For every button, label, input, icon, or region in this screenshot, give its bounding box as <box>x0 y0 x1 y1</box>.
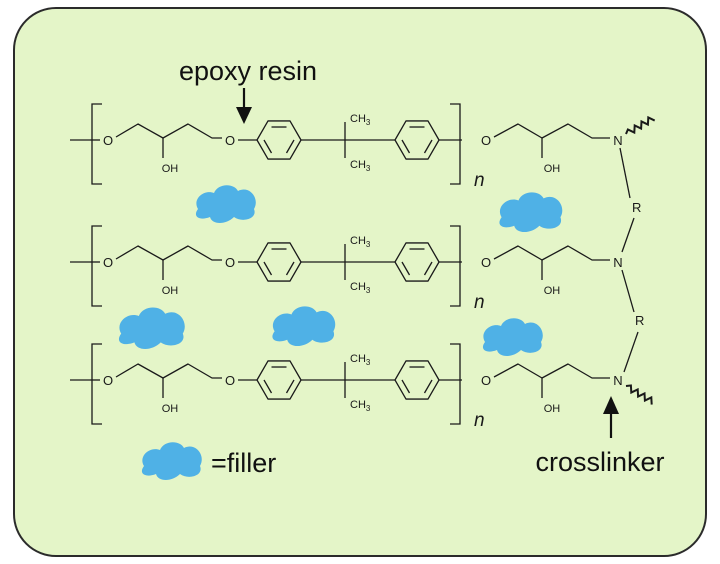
ether-oxygen: O <box>225 255 235 270</box>
ether-oxygen: O <box>103 373 113 388</box>
ether-oxygen: O <box>481 255 491 270</box>
hydroxyl-group: OH <box>544 403 561 415</box>
filler-particle <box>118 307 185 349</box>
aromatic-bond <box>263 261 273 276</box>
filler-particle <box>195 185 256 223</box>
filler-legend-icon <box>141 442 202 480</box>
filler-particle <box>499 192 563 232</box>
crosslinker-label: crosslinker <box>535 447 664 477</box>
phenyl-ring <box>394 120 440 160</box>
ether-oxygen: O <box>481 133 491 148</box>
repeat-bracket-right <box>450 343 461 425</box>
methyl-group: CH3 <box>350 235 371 249</box>
repeat-bracket-left <box>91 343 102 425</box>
repeat-subscript: n <box>474 410 485 431</box>
methyl-group: CH3 <box>350 159 371 173</box>
aromatic-bond <box>401 139 411 154</box>
crosslinker-arrow <box>603 396 619 438</box>
filler-legend-label: =filler <box>211 448 276 478</box>
glycidyl-backbone <box>115 123 222 139</box>
aromatic-bond <box>401 379 411 394</box>
aromatic-bond <box>263 139 273 154</box>
repeat-bracket-left <box>91 103 102 185</box>
amine-arm <box>493 363 610 379</box>
filler-particle <box>272 306 336 346</box>
amine-arm <box>493 123 610 139</box>
nitrogen-atom: N <box>613 373 622 388</box>
repeat-bracket-right <box>450 103 461 185</box>
aromatic-bond <box>285 139 295 154</box>
phenyl-ring <box>256 360 302 400</box>
aromatic-bond <box>263 379 273 394</box>
ether-oxygen: O <box>103 255 113 270</box>
wavy-bond-top <box>625 115 656 135</box>
repeat-subscript: n <box>474 170 485 191</box>
aromatic-bond <box>423 261 433 276</box>
methyl-group: CH3 <box>350 113 371 127</box>
aromatic-bond <box>423 379 433 394</box>
ether-oxygen: O <box>481 373 491 388</box>
wavy-bond-bottom <box>625 384 653 405</box>
hydroxyl-group: OH <box>162 163 179 175</box>
hydroxyl-group: OH <box>544 163 561 175</box>
aromatic-bond <box>423 139 433 154</box>
hydroxyl-group: OH <box>544 285 561 297</box>
r-group: R <box>635 313 644 328</box>
methyl-group: CH3 <box>350 399 371 413</box>
crosslink-bond <box>623 331 639 373</box>
methyl-group: CH3 <box>350 353 371 367</box>
filler-particle <box>482 318 543 356</box>
ether-oxygen: O <box>225 133 235 148</box>
glycidyl-backbone <box>115 363 222 379</box>
ether-oxygen: O <box>103 133 113 148</box>
hydroxyl-group: OH <box>162 403 179 415</box>
crosslink-bond <box>621 269 635 313</box>
phenyl-ring <box>394 242 440 282</box>
repeat-bracket-right <box>450 225 461 307</box>
crosslink-bond <box>621 217 635 253</box>
phenyl-ring <box>256 242 302 282</box>
nitrogen-atom: N <box>613 255 622 270</box>
crosslink-bond <box>619 147 631 199</box>
nitrogen-atom: N <box>613 133 622 148</box>
repeat-subscript: n <box>474 292 485 313</box>
epoxy-resin-label: epoxy resin <box>179 56 317 86</box>
repeat-bracket-left <box>91 225 102 307</box>
hydroxyl-group: OH <box>162 285 179 297</box>
methyl-group: CH3 <box>350 281 371 295</box>
aromatic-bond <box>401 261 411 276</box>
aromatic-bond <box>285 261 295 276</box>
ether-oxygen: O <box>225 373 235 388</box>
r-group: R <box>632 200 641 215</box>
amine-arm <box>493 245 610 261</box>
aromatic-bond <box>285 379 295 394</box>
phenyl-ring <box>394 360 440 400</box>
epoxy-resin-arrow <box>236 88 252 124</box>
diagram-frame <box>13 7 707 557</box>
filler-particles <box>118 185 563 356</box>
polymer-chains: OOHOCH3CH3nOOHNOOHOCH3CH3nOOHNOOHOCH3CH3… <box>70 103 623 431</box>
glycidyl-backbone <box>115 245 222 261</box>
phenyl-ring <box>256 120 302 160</box>
crosslink-network: RR <box>619 115 656 405</box>
